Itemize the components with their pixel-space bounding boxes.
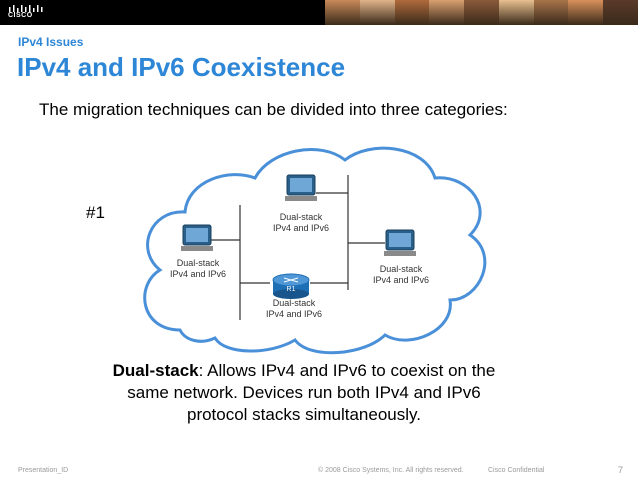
cisco-logo-icon: [9, 5, 43, 12]
header-photo: [325, 0, 360, 25]
page-number: 7: [618, 465, 624, 475]
header-photo: [429, 0, 465, 25]
header-photo-strip: [325, 0, 638, 25]
router-icon-label: R1: [287, 286, 296, 293]
description: Dual-stack: Allows IPv4 and IPv6 to coex…: [105, 360, 503, 426]
header-photo: [498, 0, 534, 25]
intro-text: The migration techniques can be divided …: [39, 100, 508, 119]
header-photo: [464, 0, 499, 25]
router-r1-icon: [272, 273, 310, 299]
top-pc-icon: [285, 174, 317, 201]
left-pc-icon: [181, 224, 213, 251]
footer-copyright: © 2008 Cisco Systems, Inc. All rights re…: [318, 467, 464, 474]
header-photo: [603, 0, 638, 25]
logo-text: CISCO: [8, 12, 33, 19]
top-pc-label: Dual-stack IPv4 and IPv6: [272, 212, 330, 233]
description-text: : Allows IPv4 and IPv6 to coexist on the…: [127, 361, 496, 424]
description-term: Dual-stack: [112, 361, 199, 380]
right-pc-label: Dual-stack IPv4 and IPv6: [372, 264, 430, 285]
slide-title: IPv4 and IPv6 Coexistence: [17, 52, 346, 82]
footer-presentation-id: Presentation_ID: [18, 467, 69, 474]
header-photo: [359, 0, 395, 25]
header-photo: [533, 0, 569, 25]
router-label: Dual-stack IPv4 and IPv6: [265, 298, 323, 319]
header-photo: [394, 0, 430, 25]
category-number: #1: [86, 203, 105, 222]
cloud-shape: [143, 146, 487, 355]
header-bar: CISCO: [0, 0, 638, 25]
header-photo: [568, 0, 604, 25]
right-pc-icon: [384, 229, 416, 256]
footer-confidential: Cisco Confidential: [488, 467, 545, 474]
section-kicker: IPv4 Issues: [18, 35, 84, 49]
left-pc-label: Dual-stack IPv4 and IPv6: [169, 258, 227, 279]
